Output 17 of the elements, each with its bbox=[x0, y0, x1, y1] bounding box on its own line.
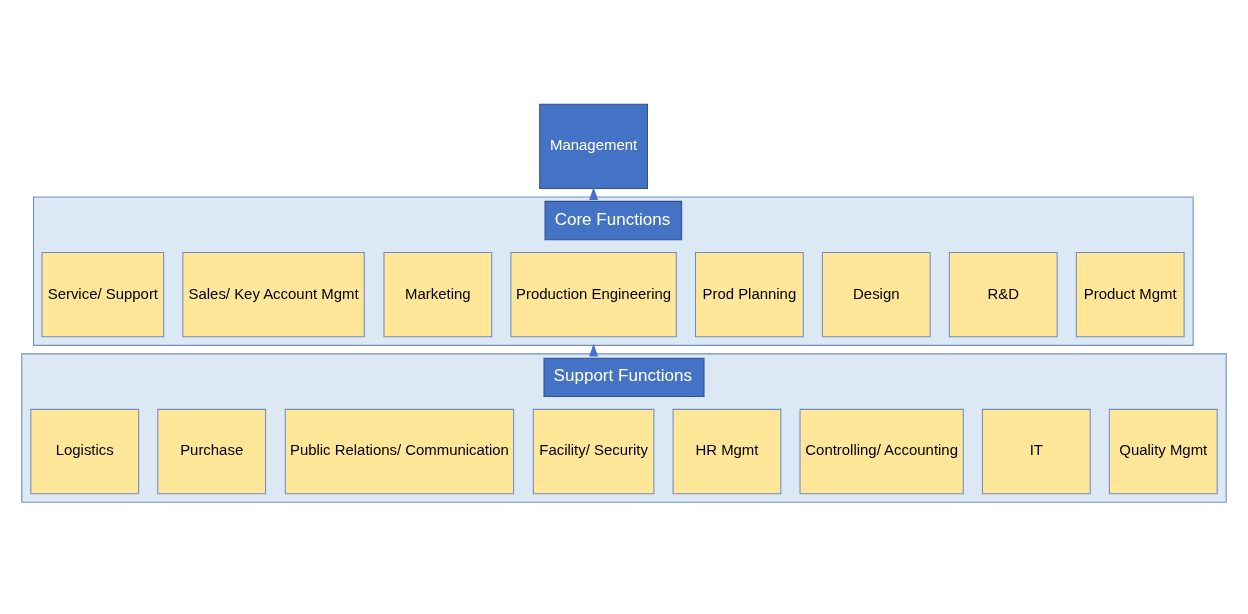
node-box: Product Mgmt bbox=[1075, 251, 1185, 337]
node-box: Quality Mgmt bbox=[1108, 408, 1218, 494]
node-box: Controlling/ Accounting bbox=[799, 408, 964, 494]
node-box: Logistics bbox=[30, 408, 140, 494]
node-box: R&D bbox=[948, 251, 1058, 337]
node-box: Marketing bbox=[383, 251, 493, 337]
node-box: Sales/ Key Account Mgmt bbox=[182, 251, 365, 337]
node-box: Purchase bbox=[157, 408, 267, 494]
node-box: Public Relations/ Communication bbox=[284, 408, 515, 494]
node-box: HR Mgmt bbox=[672, 408, 782, 494]
node-box: Service/ Support bbox=[41, 251, 165, 337]
node-box: Production Engineering bbox=[510, 251, 677, 337]
node-box: Facility/ Security bbox=[532, 408, 655, 494]
node-box: Design bbox=[821, 251, 931, 337]
node-box: IT bbox=[981, 408, 1091, 494]
node-box: Prod Planning bbox=[694, 251, 804, 337]
node-box: Management bbox=[539, 103, 648, 189]
